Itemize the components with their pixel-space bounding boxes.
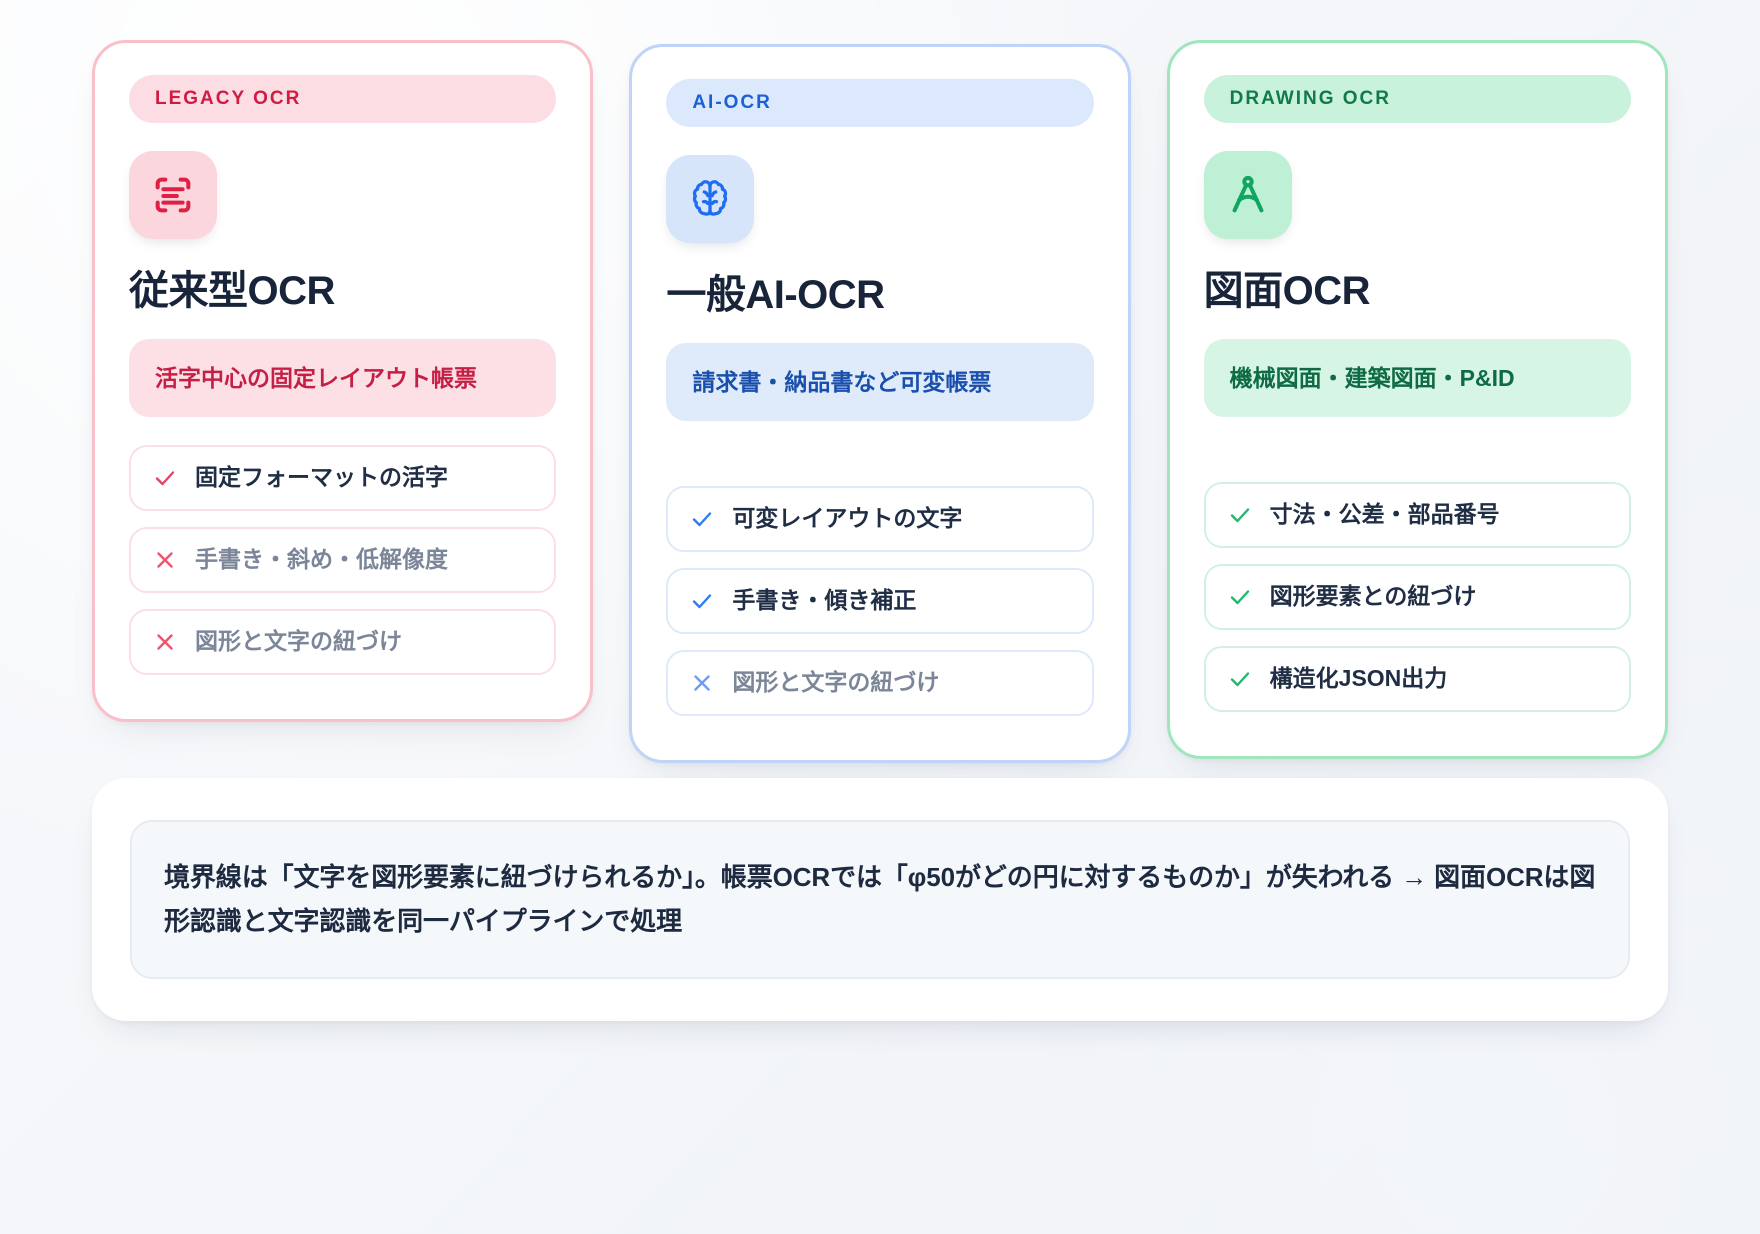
feature-label: 固定フォーマットの活字 xyxy=(195,464,448,491)
feature-label: 手書き・斜め・低解像度 xyxy=(195,545,448,572)
check-icon xyxy=(1228,503,1252,527)
feature-item[interactable]: 寸法・公差・部品番号 xyxy=(1203,482,1631,548)
brain-icon xyxy=(687,176,733,222)
subject-drawing: 機械図面・建築図面・P&ID xyxy=(1203,339,1631,418)
brain-icon-tile xyxy=(666,155,755,243)
check-icon xyxy=(690,507,714,531)
feature-list-legacy: 固定フォーマットの活字 手書き・斜め・低解像度 図形と文字の紐づけ xyxy=(129,445,557,675)
subject-spacer xyxy=(666,421,1093,458)
check-icon xyxy=(1228,667,1252,691)
feature-label: 図形要素との紐づけ xyxy=(1269,582,1477,609)
check-icon xyxy=(690,589,714,613)
cross-icon xyxy=(153,630,177,654)
card-legacy-ocr[interactable]: LEGACY OCR 従来型OCR 活字中心の固定レイアウト帳票 xyxy=(92,40,594,722)
feature-item[interactable]: 手書き・傾き補正 xyxy=(666,567,1094,634)
feature-label: 図形と文字の紐づけ xyxy=(732,668,940,695)
feature-label: 手書き・傾き補正 xyxy=(732,586,917,613)
feature-item[interactable]: 図形と文字の紐づけ xyxy=(129,608,557,675)
scan-text-icon xyxy=(150,172,196,218)
card-title-ai: 一般AI-OCR xyxy=(666,273,885,317)
card-drawing-ocr[interactable]: DRAWING OCR 図面OCR 機械図面・建築図面・P&ID xyxy=(1166,40,1668,759)
summary-note-inner: 境界線は「文字を図形要素に紐づけられるか」。帳票OCRでは「φ50がどの円に対す… xyxy=(130,820,1630,980)
ocr-comparison-card-row: LEGACY OCR 従来型OCR 活字中心の固定レイアウト帳票 xyxy=(92,40,1668,763)
feature-label: 図形と文字の紐づけ xyxy=(195,627,402,654)
feature-item[interactable]: 固定フォーマットの活字 xyxy=(129,445,557,511)
check-icon xyxy=(153,466,177,490)
compass-icon xyxy=(1225,172,1271,218)
badge-ai-ocr: AI-OCR xyxy=(666,79,1094,127)
feature-label: 可変レイアウトの文字 xyxy=(732,505,963,532)
feature-list-drawing: 寸法・公差・部品番号 図形要素との紐づけ 構造化JSON出力 xyxy=(1203,482,1631,712)
feature-item[interactable]: 手書き・斜め・低解像度 xyxy=(129,526,557,593)
card-ai-ocr[interactable]: AI-OCR 一般AI-OCR 請求書・納品書など可変帳票 xyxy=(629,44,1131,763)
card-title-legacy: 従来型OCR xyxy=(129,269,335,313)
scan-text-icon-tile xyxy=(129,151,217,239)
subject-legacy: 活字中心の固定レイアウト帳票 xyxy=(129,339,557,418)
feature-label: 構造化JSON出力 xyxy=(1269,664,1448,691)
feature-label: 寸法・公差・部品番号 xyxy=(1269,501,1500,528)
compass-icon-tile xyxy=(1203,151,1292,239)
subject-spacer xyxy=(1204,417,1631,454)
badge-legacy-ocr: LEGACY OCR xyxy=(129,75,557,123)
check-icon xyxy=(1228,585,1252,609)
summary-note-panel: 境界線は「文字を図形要素に紐づけられるか」。帳票OCRでは「φ50がどの円に対す… xyxy=(92,778,1668,1022)
cross-icon xyxy=(690,671,714,695)
badge-drawing-ocr: DRAWING OCR xyxy=(1203,75,1631,123)
feature-item[interactable]: 可変レイアウトの文字 xyxy=(666,486,1094,552)
feature-list-ai: 可変レイアウトの文字 手書き・傾き補正 図形と文字の紐づけ xyxy=(666,486,1094,716)
summary-note-text: 境界線は「文字を図形要素に紐づけられるか」。帳票OCRでは「φ50がどの円に対す… xyxy=(164,862,1596,936)
subject-ai: 請求書・納品書など可変帳票 xyxy=(666,343,1094,422)
feature-item[interactable]: 図形要素との紐づけ xyxy=(1203,563,1631,630)
feature-item[interactable]: 図形と文字の紐づけ xyxy=(666,649,1094,716)
cross-icon xyxy=(153,548,177,572)
card-title-drawing: 図面OCR xyxy=(1203,269,1371,313)
feature-item[interactable]: 構造化JSON出力 xyxy=(1203,645,1631,712)
